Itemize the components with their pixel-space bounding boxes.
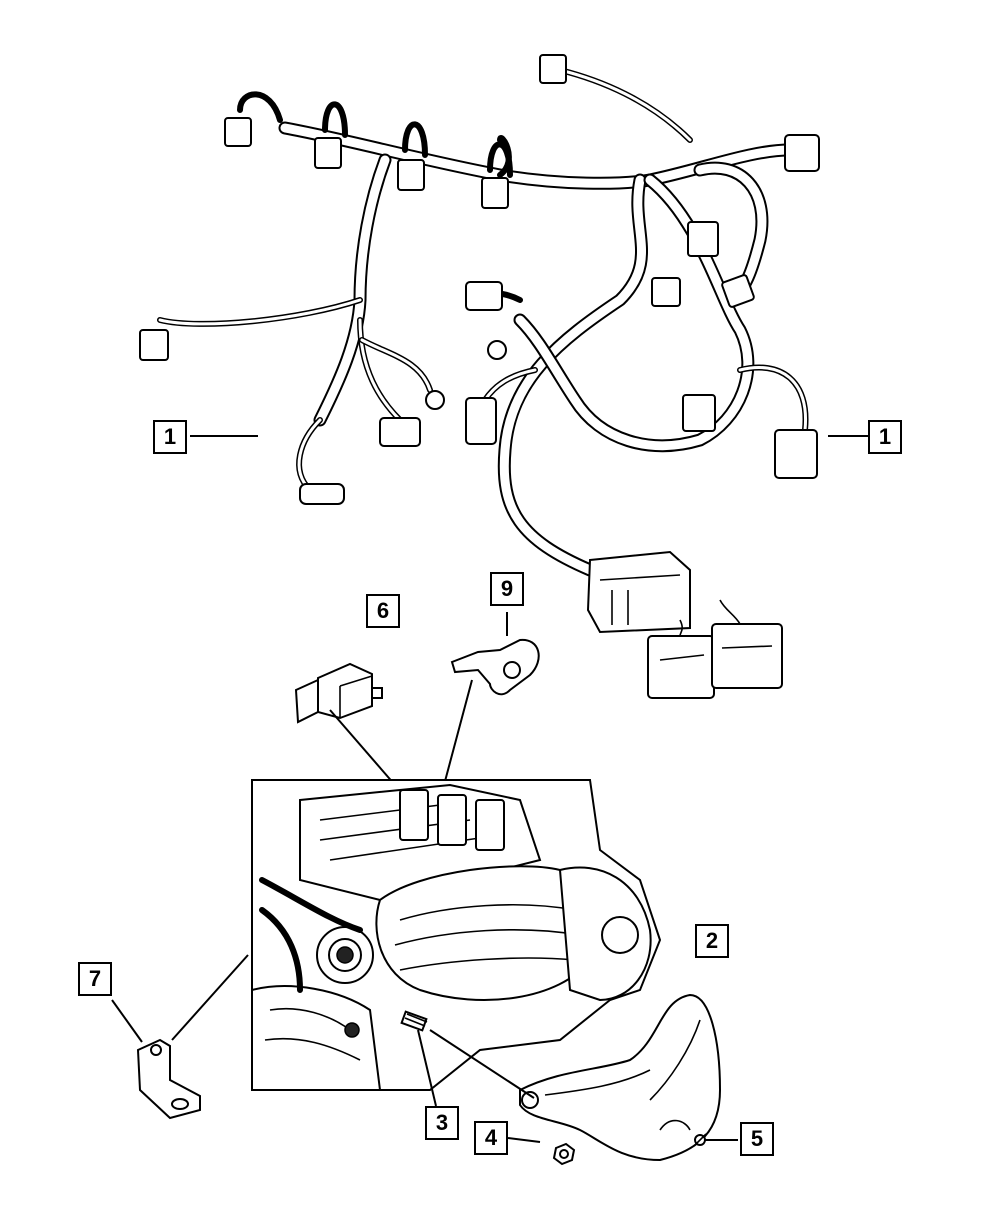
wiring-harness (139, 54, 820, 699)
callout-9: 9 (490, 572, 524, 606)
callout-1-left: 1 (153, 420, 187, 454)
callout-6: 6 (366, 594, 400, 628)
callout-3: 3 (425, 1106, 459, 1140)
heat-shield (519, 993, 722, 1162)
callout-2: 2 (695, 924, 729, 958)
engine-assembly (251, 779, 662, 1091)
callout-5: 5 (740, 1122, 774, 1156)
bracket-7 (136, 1038, 201, 1120)
relay-bracket (294, 662, 383, 724)
nut (552, 1142, 576, 1166)
bracket-9 (450, 638, 540, 696)
callout-4: 4 (474, 1121, 508, 1155)
callout-1-right: 1 (868, 420, 902, 454)
callout-7: 7 (78, 962, 112, 996)
